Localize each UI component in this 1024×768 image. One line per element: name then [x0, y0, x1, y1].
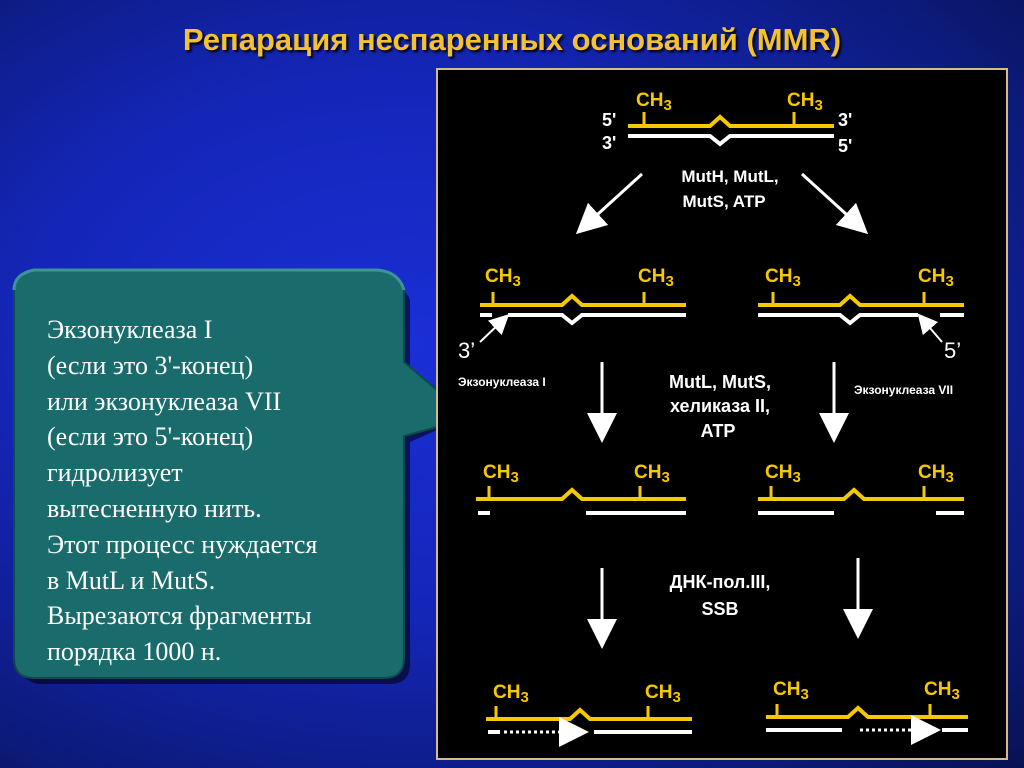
ch3-label: CH3 — [918, 266, 954, 290]
end-label: 3' — [602, 133, 616, 153]
callout-line: или экзонуклеаза VII — [47, 386, 282, 416]
step2-label: MutL, MutS, — [669, 372, 771, 392]
callout-line: вытесненную нить. — [47, 493, 262, 523]
step1-label: MutS, ATP — [682, 192, 765, 211]
callout-line: (если это 3'-конец) — [47, 350, 254, 380]
callout-line: Этот процесс нуждается — [47, 529, 318, 559]
row4-left-duplex: CH3 CH3 — [486, 682, 692, 747]
ch3-label: CH3 — [645, 682, 681, 706]
end-label: 3' — [838, 110, 852, 130]
ch3-label: CH3 — [765, 266, 801, 290]
end-label: 5' — [602, 110, 616, 130]
ch3-label: CH3 — [787, 90, 823, 114]
exonuclease-1-label: Экзонуклеаза I — [458, 375, 546, 389]
step3-label: SSB — [701, 599, 738, 619]
ch3-label: CH3 — [773, 679, 809, 703]
callout-line: в MutL и MutS. — [47, 565, 216, 595]
end-label-3prime: 3’ — [458, 338, 475, 363]
ch3-label: CH3 — [493, 682, 529, 706]
row3-left-duplex: CH3 CH3 — [476, 462, 686, 515]
ch3-label: CH3 — [485, 266, 521, 290]
callout-bubble — [12, 268, 473, 684]
callout-line: гидролизует — [47, 458, 183, 488]
row4-right-duplex: CH3 CH3 — [766, 679, 968, 745]
step2-label: хеликаза II, — [670, 396, 770, 416]
step3-label: ДНК-пол.III, — [670, 572, 771, 592]
callout-line: (если это 5'-конец) — [47, 422, 254, 452]
callout-line: Экзонуклеаза I — [47, 315, 213, 344]
step2-label: ATP — [701, 421, 736, 441]
mmr-diagram-panel: CH3 CH3 5' 3' 3' 5' MutH, MutL, MutS, AT… — [436, 68, 1008, 760]
step1-label: MutH, MutL, — [681, 167, 778, 186]
exonuclease-7-label: Экзонуклеаза VII — [854, 383, 953, 397]
ch3-label: CH3 — [636, 90, 672, 114]
ch3-label: CH3 — [638, 266, 674, 290]
mmr-diagram: CH3 CH3 5' 3' 3' 5' MutH, MutL, MutS, AT… — [458, 90, 968, 747]
ch3-label: CH3 — [483, 462, 519, 486]
row2-left-duplex: CH3 CH3 3’ — [458, 266, 686, 363]
end-label-5prime: 5’ — [944, 338, 961, 363]
ch3-label: CH3 — [634, 462, 670, 486]
callout-line: порядка 1000 н. — [47, 637, 222, 667]
top-duplex: CH3 CH3 5' 3' 3' 5' — [602, 90, 852, 156]
row3-right-duplex: CH3 CH3 — [758, 462, 964, 515]
slide-title: Репарация неспаренных оснований (MMR) — [182, 22, 842, 57]
row2-right-duplex: CH3 CH3 5’ — [758, 266, 964, 363]
ch3-label: CH3 — [924, 679, 960, 703]
ch3-label: CH3 — [765, 462, 801, 486]
end-label: 5' — [838, 136, 852, 156]
callout-text: Экзонуклеаза I (если это 3'-конец) или э… — [47, 312, 427, 670]
arrow-down-left — [575, 172, 644, 235]
ch3-label: CH3 — [918, 462, 954, 486]
callout-line: Вырезаются фрагменты — [47, 601, 312, 631]
arrow-down-right — [800, 172, 869, 235]
